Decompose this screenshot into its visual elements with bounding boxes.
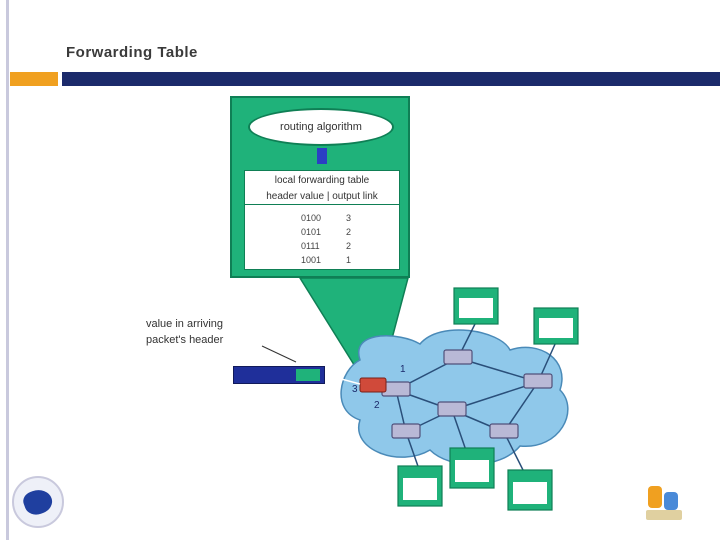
router-icon [391,423,421,439]
left-border-rule [6,0,9,540]
annotation-pointer [261,345,297,363]
router-icon [443,349,473,365]
packet-arrow [329,375,361,385]
title-accent-bar [10,72,58,86]
table-row: 0111 2 [301,241,351,251]
mascot-icon [646,486,682,520]
routing-algorithm-label: routing algorithm [280,121,362,133]
logo-icon [12,476,64,528]
forwarding-table-title: local forwarding table [274,175,370,186]
forwarding-table: local forwarding table header value | ou… [244,170,400,270]
table-row: 0101 2 [301,227,351,237]
title-underline-bar [62,72,720,86]
packet-header [296,369,320,381]
routing-algorithm-oval: routing algorithm [248,108,394,146]
table-row: 1001 1 [301,255,351,265]
arriving-router-icon [359,377,387,393]
slide-title: Forwarding Table [66,44,198,61]
arriving-packet [233,366,325,384]
header-value-annotation: value in arriving packet's header [146,316,276,348]
logo-mark [20,485,56,519]
forwarding-table-rows: 0100 3 0101 2 0111 2 1001 1 [301,211,351,267]
link-label: 3 [352,384,358,395]
algorithm-connector [317,148,327,164]
router-icon [489,423,519,439]
link-label: 1 [400,364,406,375]
annotation-line: value in arriving [146,318,224,330]
table-row: 0100 3 [301,213,351,223]
forwarding-table-columns: header value | output link [245,191,399,205]
link-line [503,431,527,477]
link-line [405,431,421,473]
link-label: 2 [374,400,380,411]
router-icon [437,401,467,417]
router-icon [523,373,553,389]
annotation-line: packet's header [146,334,224,346]
